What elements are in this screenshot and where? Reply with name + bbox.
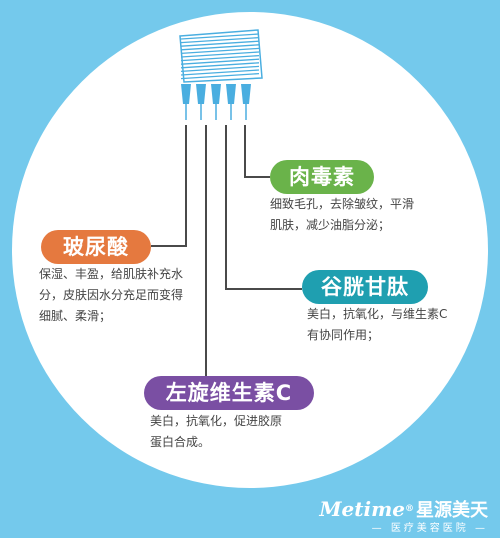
connector-lines (151, 125, 302, 382)
botox-desc-line: 肌肤，减少油脂分泌； (270, 218, 391, 232)
barrel-stripe (180, 44, 260, 51)
glutathione-label: 谷胱甘肽 (302, 270, 428, 304)
logo-brand: Metime (319, 497, 405, 521)
connector-line (151, 125, 187, 247)
glutathione-desc-line: 有协同作用； (307, 328, 380, 342)
barrel-stripe (180, 40, 260, 47)
needle-hub (196, 84, 206, 104)
needle-hub (211, 84, 221, 104)
vitamin-c-desc-line: 美白，抗氧化，促进胶原 (150, 414, 283, 428)
connector-line (244, 125, 270, 178)
barrel-stripe (180, 65, 260, 73)
hyaluronic-desc-line: 细腻、柔滑； (39, 309, 112, 323)
logo-cn-name: 星源美天 (416, 500, 488, 521)
needle (241, 84, 251, 120)
needle (181, 84, 191, 120)
barrel-stripe (180, 47, 260, 55)
logo-wordmark: Metime®星源美天 (319, 498, 488, 522)
hyaluronic-desc-line: 保湿、丰盈，给肌肤补充水 (39, 267, 184, 281)
syringe-icon (179, 29, 263, 120)
barrel-stripe (180, 36, 260, 44)
barrel-stripe (180, 69, 260, 76)
logo-subtitle: — 医疗美容医院 — (371, 523, 488, 534)
hyaluronic-desc-line: 分，皮肤因水分充足而变得 (39, 288, 184, 302)
barrel-stripes (180, 33, 260, 80)
needle-hub (181, 84, 191, 104)
needle (211, 84, 221, 120)
barrel-stripe (180, 54, 260, 62)
botox-description: 细致毛孔，去除皱纹，平滑 肌肤，减少油脂分泌； (270, 194, 414, 236)
hyaluronic-description: 保湿、丰盈，给肌肤补充水 分，皮肤因水分充足而变得 细腻、柔滑； (39, 264, 183, 327)
vitamin-c-desc-line: 蛋白合成。 (150, 435, 211, 449)
glutathione-desc-line: 美白，抗氧化，与维生素C (307, 307, 448, 321)
hyaluronic-label: 玻尿酸 (41, 230, 151, 264)
botox-desc-line: 细致毛孔，去除皱纹，平滑 (270, 197, 415, 211)
glutathione-description: 美白，抗氧化，与维生素C 有协同作用； (307, 304, 447, 346)
barrel-stripe (180, 62, 260, 69)
botox-label: 肉毒素 (270, 160, 374, 194)
needle-group (181, 84, 251, 120)
syringe-barrel (179, 29, 263, 83)
needle (196, 84, 206, 120)
barrel-stripe (180, 58, 260, 65)
connector-line (225, 125, 302, 290)
vitamin-c-description: 美白，抗氧化，促进胶原 蛋白合成。 (150, 411, 282, 453)
brand-logo: Metime®星源美天 — 医疗美容医院 — (319, 498, 488, 536)
barrel-stripe (180, 51, 260, 58)
needle (226, 84, 236, 120)
needle-hub (226, 84, 236, 104)
needle-hub (241, 84, 251, 104)
logo-trademark: ® (405, 504, 414, 514)
barrel-stripe (180, 33, 260, 40)
barrel-stripe (180, 72, 260, 80)
vitamin-c-label: 左旋维生素C (144, 376, 314, 410)
logo-subtitle-text: 医疗美容医院 (390, 523, 469, 534)
